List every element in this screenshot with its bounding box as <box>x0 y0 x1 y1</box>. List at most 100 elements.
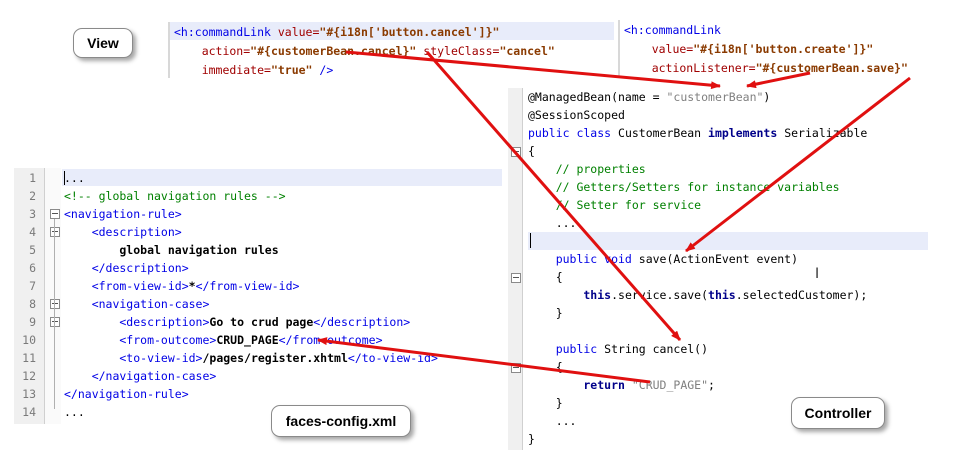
code-token: <h:commandLink <box>174 25 278 39</box>
code-token: /> <box>312 63 334 77</box>
code-token: "true" <box>270 63 313 77</box>
code-token: ; <box>708 378 715 392</box>
code-token: "customerBean" <box>666 90 764 104</box>
code-token: this <box>708 288 736 302</box>
fold-marker-cancel <box>511 363 521 373</box>
view-cancel-highlight <box>168 22 614 40</box>
arrow-cancel-to-cancel-method <box>425 51 682 341</box>
faces-config-line-2: <!-- global navigation rules --> <box>64 187 286 205</box>
line-number: 11 <box>22 351 36 365</box>
code-token: global navigation rules <box>64 243 279 257</box>
code-token: public void <box>528 252 639 266</box>
code-token: styleClass= <box>416 44 500 58</box>
controller-line-10: public void save(ActionEvent event) <box>528 250 798 268</box>
faces-config-current-line-highlight <box>62 169 502 186</box>
code-token: <from-outcome> <box>64 333 217 347</box>
code-token: ... <box>64 171 85 185</box>
code-token: "#{i18n['button.create']}" <box>693 42 874 56</box>
view-create-line-2: value="#{i18n['button.create']}" <box>624 40 874 58</box>
view-create-line-3: actionListener="#{customerBean.save}" <box>624 59 908 77</box>
code-token: Serializable <box>784 126 868 140</box>
controller-line-6: // Getters/Setters for instance variable… <box>528 178 840 196</box>
code-token: <to-view-id> <box>64 351 203 365</box>
controller-current-line-highlight <box>528 232 928 250</box>
text-cursor <box>64 171 65 185</box>
code-token: @ManagedBean(name = <box>528 90 667 104</box>
view-cancel-gutter <box>168 22 170 78</box>
controller-line-8: ... <box>528 214 577 232</box>
faces-config-line-13: </navigation-rule> <box>64 385 189 403</box>
code-token: // properties <box>528 162 646 176</box>
code-token: CustomerBean <box>618 126 709 140</box>
code-token: immediate= <box>174 63 271 77</box>
controller-line-16: { <box>528 358 563 376</box>
code-token: Go to crud page <box>209 315 314 329</box>
code-token: .service.save( <box>611 288 709 302</box>
code-token: { <box>528 360 563 374</box>
controller-line-4: { <box>528 142 535 160</box>
faces-config-line-8: <navigation-case> <box>64 295 210 313</box>
view-create-snippet: <h:commandLink value="#{i18n['button.cre… <box>618 20 954 76</box>
arrow-return-to-from-outcome <box>317 337 651 384</box>
line-number: 4 <box>29 225 36 239</box>
line-number: 5 <box>29 243 36 257</box>
code-token: } <box>528 396 563 410</box>
faces-config-line-11: <to-view-id>/pages/register.xhtml</to-vi… <box>64 349 438 367</box>
controller-line-5: // properties <box>528 160 646 178</box>
code-token: return <box>528 378 632 392</box>
controller-callout: Controller <box>791 397 885 429</box>
arrow-save-listener-to-controller <box>746 71 811 89</box>
code-token: this <box>528 288 612 302</box>
code-token: ... <box>64 405 85 419</box>
code-token: implements <box>708 126 785 140</box>
code-token: <!-- global navigation rules --> <box>64 189 286 203</box>
faces-config-line-3: <navigation-rule> <box>64 205 182 223</box>
code-token: </to-view-id> <box>347 351 438 365</box>
code-token: public class <box>528 126 619 140</box>
faces-config-line-4: <description> <box>64 223 182 241</box>
line-number: 6 <box>29 261 36 275</box>
code-token: </from-view-id> <box>195 279 300 293</box>
fold-line <box>54 219 55 409</box>
view-cancel-line-1: <h:commandLink value="#{i18n['button.can… <box>174 23 499 41</box>
line-number: 9 <box>29 315 36 329</box>
fold-marker-line-8 <box>50 299 60 309</box>
controller-line-2: @SessionScoped <box>528 106 625 124</box>
line-number: 13 <box>22 387 36 401</box>
fold-marker-line-3 <box>50 209 60 219</box>
arrow-save-listener-to-save-method <box>685 76 911 253</box>
code-token: "#{customerBean.save}" <box>755 61 908 75</box>
code-token: .selectedCustomer); <box>735 288 868 302</box>
code-token: <description> <box>64 225 182 239</box>
faces-config-line-1: ... <box>64 169 85 187</box>
fold-marker-line-4 <box>50 227 60 237</box>
faces-config-line-number-gutter <box>14 168 45 424</box>
controller-line-11: { <box>528 268 563 286</box>
code-token: ... <box>528 414 577 428</box>
faces-config-callout: faces-config.xml <box>271 405 411 437</box>
code-token: } <box>528 306 563 320</box>
code-token: actionListener= <box>624 61 756 75</box>
fold-marker-line-9 <box>50 317 60 327</box>
faces-config-line-5: global navigation rules <box>64 241 279 259</box>
code-token: <h:commandLink <box>624 23 721 37</box>
view-cancel-line-3: immediate="true" /> <box>174 61 334 79</box>
controller-line-13: } <box>528 304 563 322</box>
code-token: "cancel" <box>499 44 555 58</box>
code-token: </navigation-case> <box>64 369 217 383</box>
faces-config-line-14: ... <box>64 403 85 421</box>
line-number: 8 <box>29 297 36 311</box>
code-token: ) <box>763 90 771 104</box>
line-number: 14 <box>22 405 36 419</box>
code-token: "#{i18n['button.cancel']}" <box>319 25 500 39</box>
faces-config-line-6: </description> <box>64 259 189 277</box>
code-token: </navigation-rule> <box>64 387 189 401</box>
controller-gutter <box>508 88 523 450</box>
faces-config-line-9: <description>Go to crud page</descriptio… <box>64 313 410 331</box>
view-create-line-1: <h:commandLink <box>624 21 721 39</box>
line-number: 3 <box>29 207 36 221</box>
code-token: { <box>528 144 535 158</box>
line-number: 1 <box>29 171 36 185</box>
